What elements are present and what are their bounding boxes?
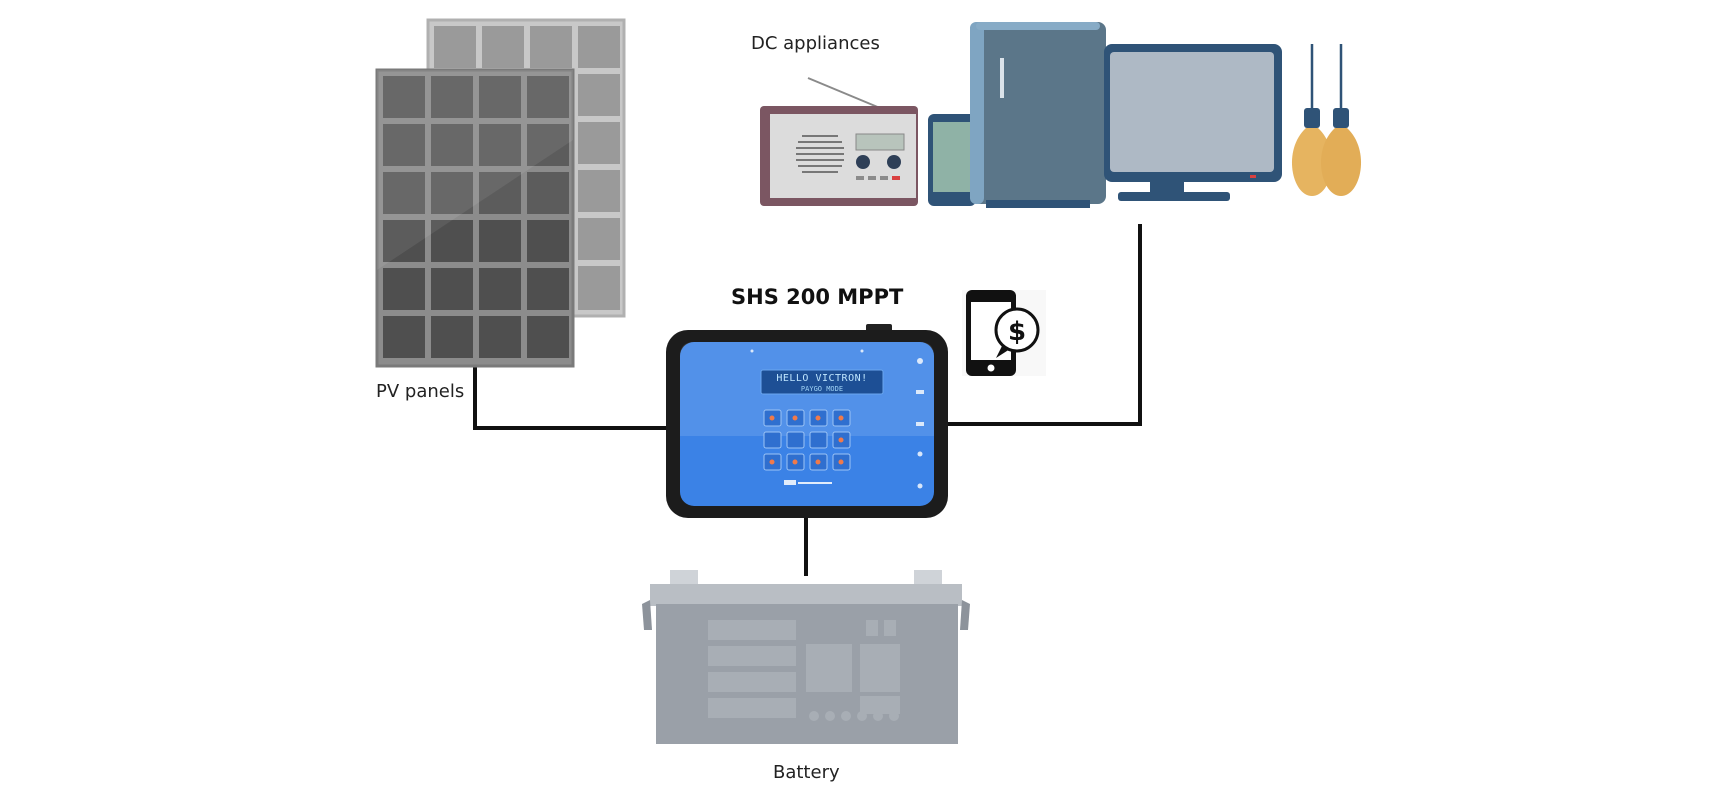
- keypad-key-glyph: [815, 415, 821, 421]
- victron-logo: [784, 480, 832, 485]
- charge-controller: [666, 324, 948, 518]
- pv-cell: [527, 268, 569, 310]
- pv-cell: [431, 76, 473, 118]
- pv-cell: [527, 316, 569, 358]
- monitor-icon: [1104, 44, 1282, 201]
- monitor-screen: [1110, 52, 1274, 172]
- pv-cell: [479, 124, 521, 166]
- device-title: SHS 200 MPPT: [731, 285, 904, 309]
- pv-cell: [383, 316, 425, 358]
- fridge-side: [970, 22, 984, 204]
- pv-panel-glare: [377, 70, 573, 270]
- pv-cell: [383, 124, 425, 166]
- keypad-key-glyph: [838, 415, 844, 421]
- radio-knob-left: [856, 155, 870, 169]
- keypad-key-glyph: [792, 415, 798, 421]
- smartphone-icon: [928, 114, 976, 206]
- refrigerator-icon: [970, 22, 1106, 208]
- fridge-handle: [1000, 58, 1004, 98]
- monitor-neck: [1150, 182, 1184, 192]
- keypad-key-glyph: [815, 459, 821, 465]
- lcd-line-1: HELLO VICTRON!: [776, 373, 868, 384]
- battery-lid: [650, 584, 962, 606]
- keypad-key: [786, 431, 805, 449]
- pv-panels-label: PV panels: [376, 381, 465, 402]
- radio-speaker: [796, 135, 844, 173]
- fridge-body: [970, 22, 1106, 204]
- wire-controller-to-appliances: [948, 224, 1142, 426]
- monitor-stand: [1118, 192, 1230, 201]
- pv-cell: [431, 316, 473, 358]
- radio-icon: [760, 77, 918, 206]
- battery-handle-left: [642, 600, 652, 630]
- keypad-key-glyph: [792, 459, 798, 465]
- wiring: [473, 224, 1142, 576]
- fridge-top: [976, 22, 1100, 30]
- keypad-key: [809, 431, 828, 449]
- pv-cell: [431, 172, 473, 214]
- radio-button: [868, 176, 876, 180]
- radio-button-red: [892, 176, 900, 180]
- keypad-key-glyph: [769, 415, 775, 421]
- wire-pv-to-controller: [473, 364, 668, 430]
- pv-cell: [479, 316, 521, 358]
- pv-cell: [431, 220, 473, 262]
- battery-front-panels: [708, 620, 900, 721]
- lcd-line-2: PAYGO MODE: [800, 385, 844, 393]
- radio-button: [856, 176, 864, 180]
- mobile-payment-icon: $: [962, 290, 1046, 376]
- battery-label: Battery: [773, 762, 840, 783]
- radio-display: [855, 133, 905, 151]
- pv-cell: [527, 76, 569, 118]
- pv-cell: [479, 268, 521, 310]
- dollar-icon: $: [1008, 317, 1026, 347]
- pv-cell: [527, 172, 569, 214]
- pv-panel-back-cells: [434, 26, 620, 310]
- radio-button: [880, 176, 888, 180]
- battery-terminal-left: [670, 570, 698, 588]
- pv-cell: [383, 172, 425, 214]
- monitor-led: [1250, 175, 1256, 178]
- fridge-base: [986, 200, 1090, 208]
- battery-icon: [642, 570, 970, 744]
- keypad-key-glyph: [838, 459, 844, 465]
- keypad-key: [763, 431, 782, 449]
- controller-side-indicators: [750, 349, 924, 489]
- pv-panel-front-cells: [383, 76, 569, 358]
- battery-terminal-right: [914, 570, 942, 588]
- pv-cell: [527, 124, 569, 166]
- pv-cell: [383, 220, 425, 262]
- keypad-key-glyph: [769, 459, 775, 465]
- radio-knob-right: [887, 155, 901, 169]
- battery-handle-right: [960, 600, 970, 630]
- pv-cell: [479, 76, 521, 118]
- pv-cell: [383, 268, 425, 310]
- dc-appliances-label: DC appliances: [751, 33, 880, 54]
- lcd-display: [760, 369, 884, 395]
- pv-cell: [383, 76, 425, 118]
- solar-panel-icon: [375, 18, 626, 368]
- pv-cell: [431, 124, 473, 166]
- controller-keypad: [763, 409, 851, 471]
- keypad-key-glyph: [838, 437, 844, 443]
- pv-cell: [431, 268, 473, 310]
- radio-antenna: [807, 77, 881, 109]
- pv-cell: [527, 220, 569, 262]
- pv-cell: [479, 172, 521, 214]
- pv-cell: [479, 220, 521, 262]
- light-bulb-icon: [1291, 44, 1362, 196]
